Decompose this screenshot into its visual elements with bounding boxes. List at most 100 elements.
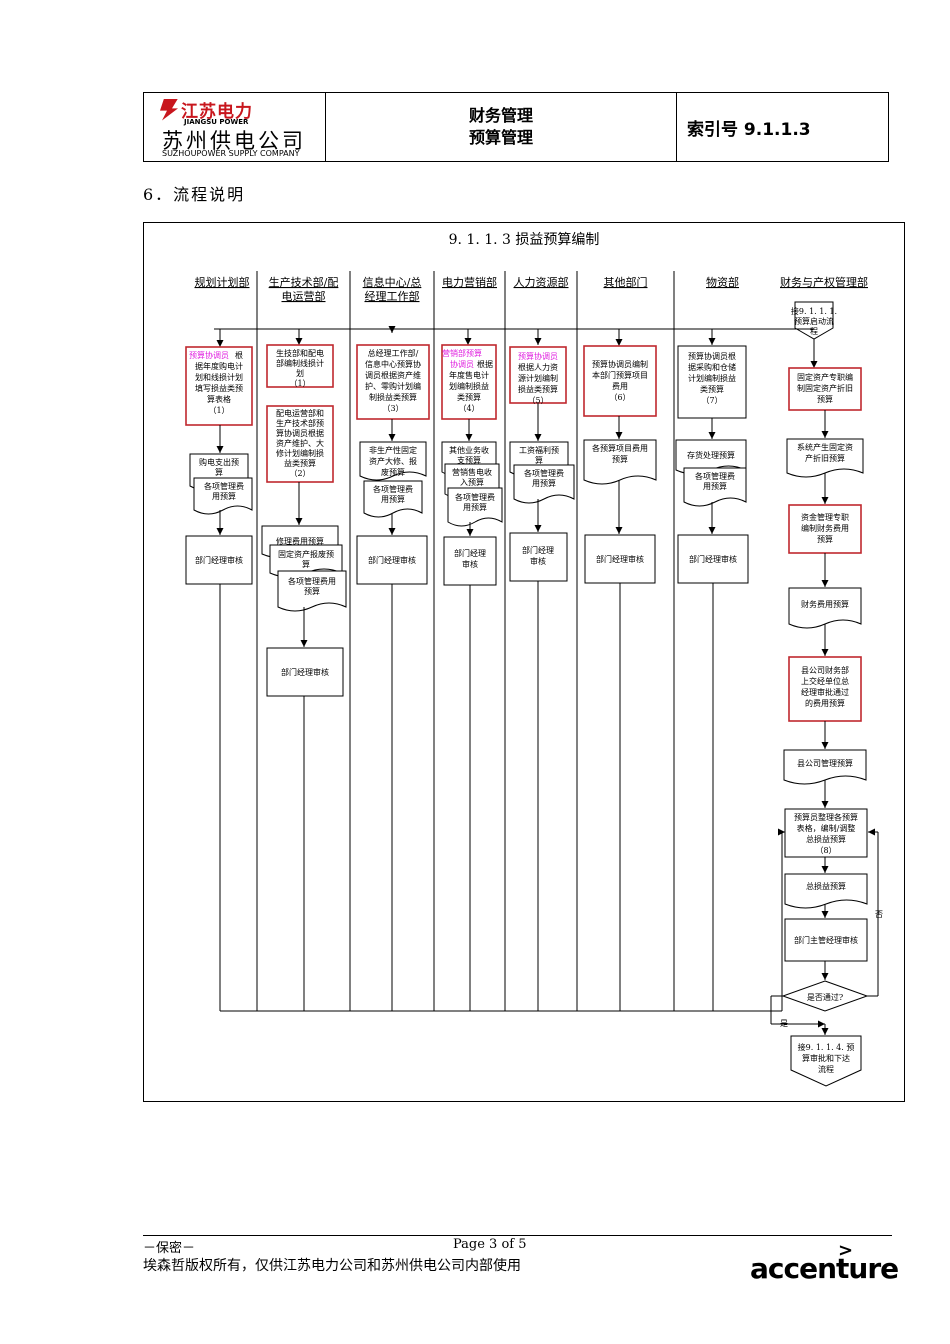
process-text-line: 据采购和仓储 bbox=[688, 362, 736, 372]
arrow-head bbox=[615, 527, 623, 534]
arrow-head bbox=[708, 432, 716, 439]
document-text: 存货处理预算 bbox=[687, 450, 735, 460]
document-text-line: 固定资产报废预 bbox=[278, 549, 334, 559]
process-box-pt2 bbox=[266, 405, 334, 483]
logo-text-suzhou-en: SUZHOUPOWER SUPPLY COMPANY bbox=[162, 149, 300, 158]
process-text-line: 调员根据资产维 bbox=[365, 370, 421, 380]
review-text: 部门经理审核 bbox=[596, 554, 644, 564]
logo-text-jiangsu: 江苏电力 bbox=[181, 102, 253, 122]
lane-header: 人力资源部 bbox=[514, 275, 569, 289]
review-box bbox=[443, 536, 497, 586]
arrow-head bbox=[464, 338, 472, 345]
highlight-text: 预算协调员 bbox=[189, 350, 229, 360]
document-text-line: 用预算 bbox=[381, 494, 405, 504]
arrow-head bbox=[465, 434, 473, 441]
start-text-line: 接9. 1. 1. 1. bbox=[791, 306, 837, 316]
process-text-line: 信息中心预算协 bbox=[365, 359, 421, 369]
document-text-line: 用预算 bbox=[532, 478, 556, 488]
arrow-head bbox=[821, 431, 829, 438]
logo-text-suzhou: 苏州供电公司 bbox=[162, 129, 306, 153]
document-text-line: 支预算 bbox=[457, 455, 481, 465]
process-text-line: 总经理工作部/ bbox=[368, 348, 419, 358]
end-connector bbox=[790, 1035, 862, 1087]
review-text-line: 审核 bbox=[462, 559, 478, 569]
process-text: 预算 bbox=[817, 394, 833, 404]
review-text: 部门主管经理审核 bbox=[794, 935, 858, 945]
document-items bbox=[583, 439, 657, 485]
process-box-county bbox=[788, 656, 862, 722]
process-text-line: 总损益预算 bbox=[806, 834, 846, 844]
process-text-line: 预算 bbox=[817, 534, 833, 544]
lane-header: 财务与产权管理部 bbox=[780, 275, 868, 289]
flowchart-title: 9. 1. 1. 3 损益预算编制 bbox=[449, 232, 600, 248]
arrow-head bbox=[295, 518, 303, 525]
arrow-head bbox=[388, 434, 396, 441]
process-text-line: 生技部和配电 bbox=[276, 348, 324, 358]
accenture-logo: accenture bbox=[750, 1252, 899, 1285]
arrow-head bbox=[216, 340, 224, 347]
process-text-line: （5） bbox=[527, 396, 548, 405]
title-line-2: 预算管理 bbox=[468, 128, 533, 147]
process-text-line: 划和线损计划 bbox=[195, 372, 243, 382]
process-text-line: （7） bbox=[701, 396, 722, 405]
document-text-line: 各项管理费用 bbox=[288, 576, 336, 586]
document-text-line: 预算 bbox=[304, 586, 320, 596]
process-box-pt1 bbox=[266, 344, 334, 388]
process-text-line: 修计划编制损 bbox=[276, 448, 324, 458]
index-number: 索引号 9.1.1.3 bbox=[687, 119, 811, 140]
confidential-label: －保密－ bbox=[143, 1241, 196, 1256]
review-box bbox=[356, 535, 428, 585]
arrow-head bbox=[818, 1020, 825, 1028]
process-text-line: 源计划编制 bbox=[518, 373, 558, 383]
process-text-line: 算表格 bbox=[207, 394, 231, 404]
process-text-line: （1） bbox=[208, 406, 229, 415]
no-label: 否 bbox=[875, 910, 883, 919]
footer-rule bbox=[143, 1235, 892, 1236]
document-finance bbox=[788, 587, 862, 629]
process-text-line: 编制财务费用 bbox=[801, 523, 849, 533]
document-text-line: 废预算 bbox=[381, 467, 405, 477]
process-text-line: 类预算 bbox=[700, 384, 724, 394]
yes-label: 是 bbox=[780, 1019, 788, 1028]
company-logo: 江苏电力 JIANGSU POWER 苏州供电公司 SUZHOUPOWER SU… bbox=[144, 93, 326, 161]
arrow-head bbox=[821, 1028, 829, 1035]
arrow-head bbox=[388, 326, 396, 333]
flowchart-frame: 9. 1. 1. 3 损益预算编制规划计划部生产技术部/配电运营部信息中心/总经… bbox=[143, 222, 905, 1102]
review-text: 部门经理审核 bbox=[195, 555, 243, 565]
process-text: 根据 bbox=[477, 359, 493, 369]
process-text-line: 上交经单位总 bbox=[801, 676, 849, 686]
process-text-line: 年度售电计 bbox=[449, 370, 489, 380]
process-text-line: （1） bbox=[289, 379, 310, 388]
document-text-line: 非生产性固定 bbox=[369, 445, 417, 455]
page-number: Page 3 of 5 bbox=[453, 1237, 527, 1252]
lane-header: 物资部 bbox=[706, 275, 739, 289]
arrow-head bbox=[615, 339, 623, 346]
process-text-line: 制损益类预算 bbox=[369, 392, 417, 402]
document-county bbox=[783, 749, 867, 785]
start-connector bbox=[794, 301, 834, 340]
document-text-line: 营销售电收 bbox=[452, 467, 492, 477]
process-text-line: 预算员整理各预算 bbox=[794, 812, 858, 822]
arrow-head bbox=[778, 828, 785, 836]
document-text-line: 算 bbox=[302, 559, 310, 569]
document-text-line: 用预算 bbox=[463, 502, 487, 512]
process-box-4 bbox=[441, 344, 497, 420]
arrow-head bbox=[216, 528, 224, 535]
process-text-line: 计划编制损益 bbox=[688, 373, 736, 383]
process-box-5 bbox=[509, 346, 567, 404]
review-text: 部门经理审核 bbox=[281, 667, 329, 677]
process-text-line: 据年度购电计 bbox=[195, 361, 243, 371]
document-text-line: 用预算 bbox=[703, 481, 727, 491]
document-text-line: 系统产生固定资 bbox=[797, 442, 853, 452]
section-title: 6．流程说明 bbox=[143, 185, 246, 204]
process-text-line: 划 bbox=[296, 368, 304, 378]
process-text-line: 本部门预算项目 bbox=[592, 370, 648, 380]
process-box-8 bbox=[784, 808, 868, 858]
arrow-head bbox=[708, 338, 716, 345]
document-text-line: 各项管理费 bbox=[695, 471, 735, 481]
arrow-head bbox=[821, 742, 829, 749]
document-text-line: 购电支出预 bbox=[199, 457, 239, 467]
document-text-line: 各项管理费 bbox=[373, 484, 413, 494]
arrow-head bbox=[821, 866, 829, 873]
decision-text: 是否通过? bbox=[807, 992, 843, 1002]
